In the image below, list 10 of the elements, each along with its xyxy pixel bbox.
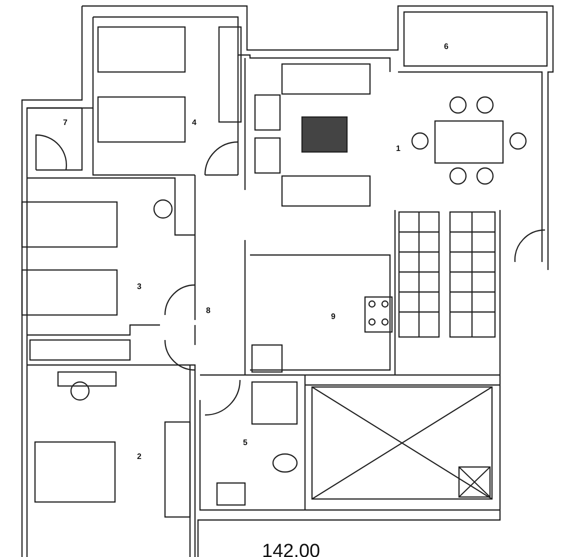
room-number: 6 <box>444 42 448 51</box>
area-figure: 142.00 <box>262 542 320 557</box>
room-number: 3 <box>137 282 142 291</box>
room-number: 5 <box>243 438 248 447</box>
room-number: 2 <box>137 452 142 461</box>
room-number: 4 <box>192 118 196 127</box>
room-number: 7 <box>63 118 68 127</box>
room-number: 8 <box>206 306 210 315</box>
room-number: 1 <box>396 144 400 153</box>
room-number: 9 <box>331 312 336 321</box>
